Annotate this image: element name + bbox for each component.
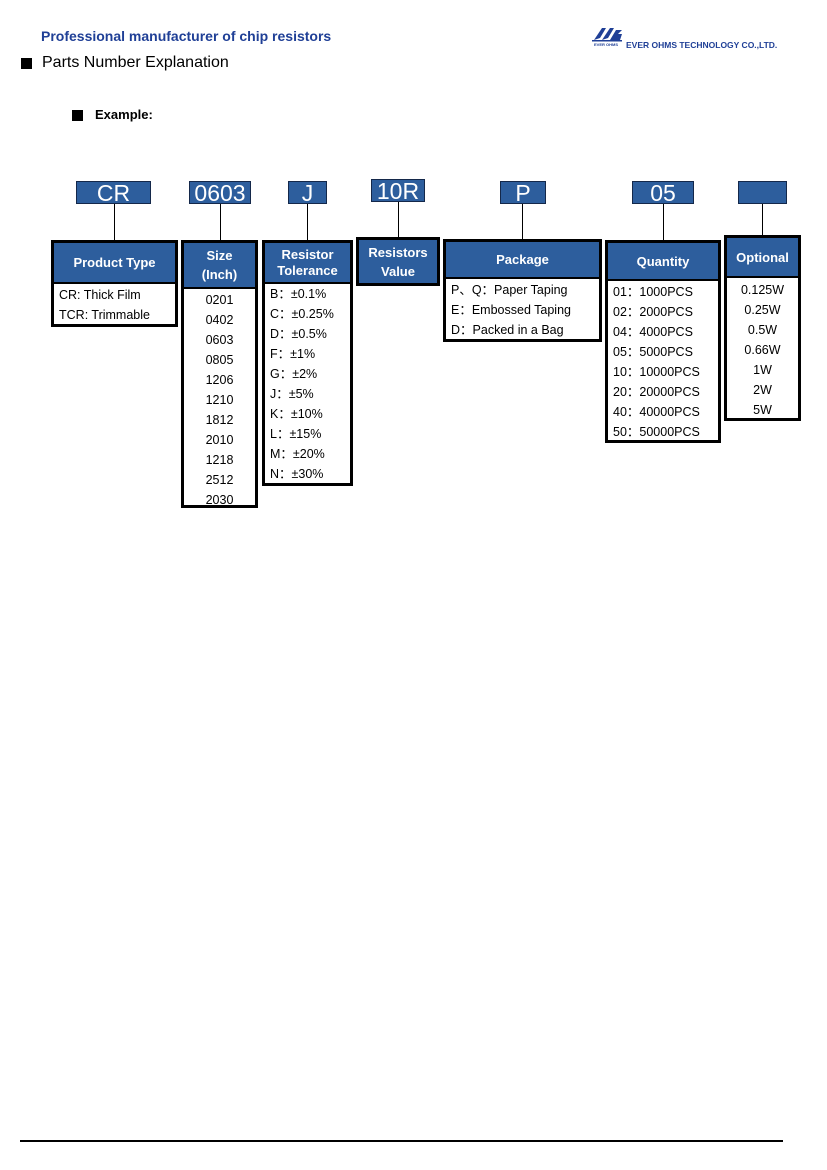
list-item: P、Q：Paper Taping [451,283,568,297]
company-logo: EVER OHMS EVER OHMS TECHNOLOGY CO.,LTD. [590,26,790,52]
connector-line [307,204,308,240]
size-header-line1: Size [206,248,233,263]
list-item: 50：50000PCS [613,425,700,439]
package-header: Package [446,242,599,279]
list-item: 2030 [205,493,234,507]
list-item: K：±10% [270,407,323,421]
code-package: P [500,181,546,205]
connector-line [398,202,399,238]
list-item: 0201 [205,293,234,307]
optional-header: Optional [727,238,798,278]
list-item: 0.5W [747,323,778,337]
list-item: 1218 [205,453,234,467]
list-item: 0.66W [744,343,781,357]
optional-table: Optional 0.125W 0.25W 0.5W 0.66W 1W 2W 5… [724,235,801,421]
list-item: 0402 [205,313,234,327]
list-item: 0.25W [744,303,781,317]
tolerance-header-line2: Tolerance [277,262,338,278]
example-label: Example: [95,107,153,122]
product-type-header: Product Type [54,243,175,284]
code-product-type: CR [76,181,151,205]
code-quantity: 05 [632,181,694,205]
resistors-value-header-line1: Resistors [368,244,428,260]
code-optional [738,181,787,204]
tolerance-table: Resistor Tolerance B：±0.1% C：±0.25% D：±0… [262,240,353,486]
ever-ohms-logo-icon [592,28,622,42]
connector-line [663,204,664,240]
code-resistors-value: 10R [371,179,425,203]
list-item: D：Packed in a Bag [451,323,564,337]
code-size: 0603 [189,181,251,205]
list-item: 02：2000PCS [613,305,693,319]
size-header-line2: (Inch) [201,267,238,282]
connector-line [522,204,523,240]
list-item: 1W [753,363,772,377]
list-item: 5W [753,403,772,417]
resistors-value-header-line2: Value [381,263,415,279]
list-item: L：±15% [270,427,322,441]
list-item: F：±1% [270,347,316,361]
connector-line [220,204,221,240]
tolerance-header: Resistor Tolerance [265,243,350,284]
size-header: Size (Inch) [184,243,255,289]
heading-bullet-icon [21,58,32,69]
list-item: 0603 [205,333,234,347]
section-title: Parts Number Explanation [42,54,229,71]
connector-line [114,204,115,240]
size-table: Size (Inch) 0201 0402 0603 0805 1206 121… [181,240,258,508]
example-bullet-icon [72,110,83,121]
package-table: Package P、Q：Paper Taping E：Embossed Tapi… [443,239,602,342]
list-item: N：±30% [270,467,324,481]
quantity-header: Quantity [608,243,718,281]
footer-divider [20,1140,783,1142]
connector-line [762,204,763,236]
list-item: 01：1000PCS [613,285,693,299]
list-item: 20：20000PCS [613,385,700,399]
list-item: M：±20% [270,447,325,461]
resistors-value-header: Resistors Value [359,240,437,283]
list-item: C：±0.25% [270,307,334,321]
tolerance-header-line1: Resistor [281,246,334,262]
list-item: 0805 [205,353,234,367]
code-tolerance: J [288,181,327,205]
list-item: 2512 [205,473,234,487]
list-item: 2W [753,383,772,397]
list-item: 2010 [205,433,234,447]
list-item: 40：40000PCS [613,405,700,419]
list-item: 05：5000PCS [613,345,693,359]
list-item: TCR: Trimmable [59,308,150,322]
list-item: D：±0.5% [270,327,327,341]
tagline: Professional manufacturer of chip resist… [41,28,332,44]
logo-small-text: EVER OHMS [594,42,619,47]
list-item: 1206 [205,373,234,387]
list-item: G：±2% [270,367,318,381]
list-item: 0.125W [740,283,785,297]
list-item: 10：10000PCS [613,365,700,379]
list-item: CR: Thick Film [59,288,141,302]
product-type-table: Product Type CR: Thick Film TCR: Trimmab… [51,240,178,327]
resistors-value-table: Resistors Value [356,237,440,286]
list-item: J：±5% [270,387,314,401]
list-item: 04：4000PCS [613,325,693,339]
list-item: 1812 [205,413,234,427]
list-item: B：±0.1% [270,287,327,301]
quantity-table: Quantity 01：1000PCS 02：2000PCS 04：4000PC… [605,240,721,443]
company-name: EVER OHMS TECHNOLOGY CO.,LTD. [626,40,778,50]
list-item: E：Embossed Taping [451,303,571,317]
list-item: 1210 [205,393,234,407]
